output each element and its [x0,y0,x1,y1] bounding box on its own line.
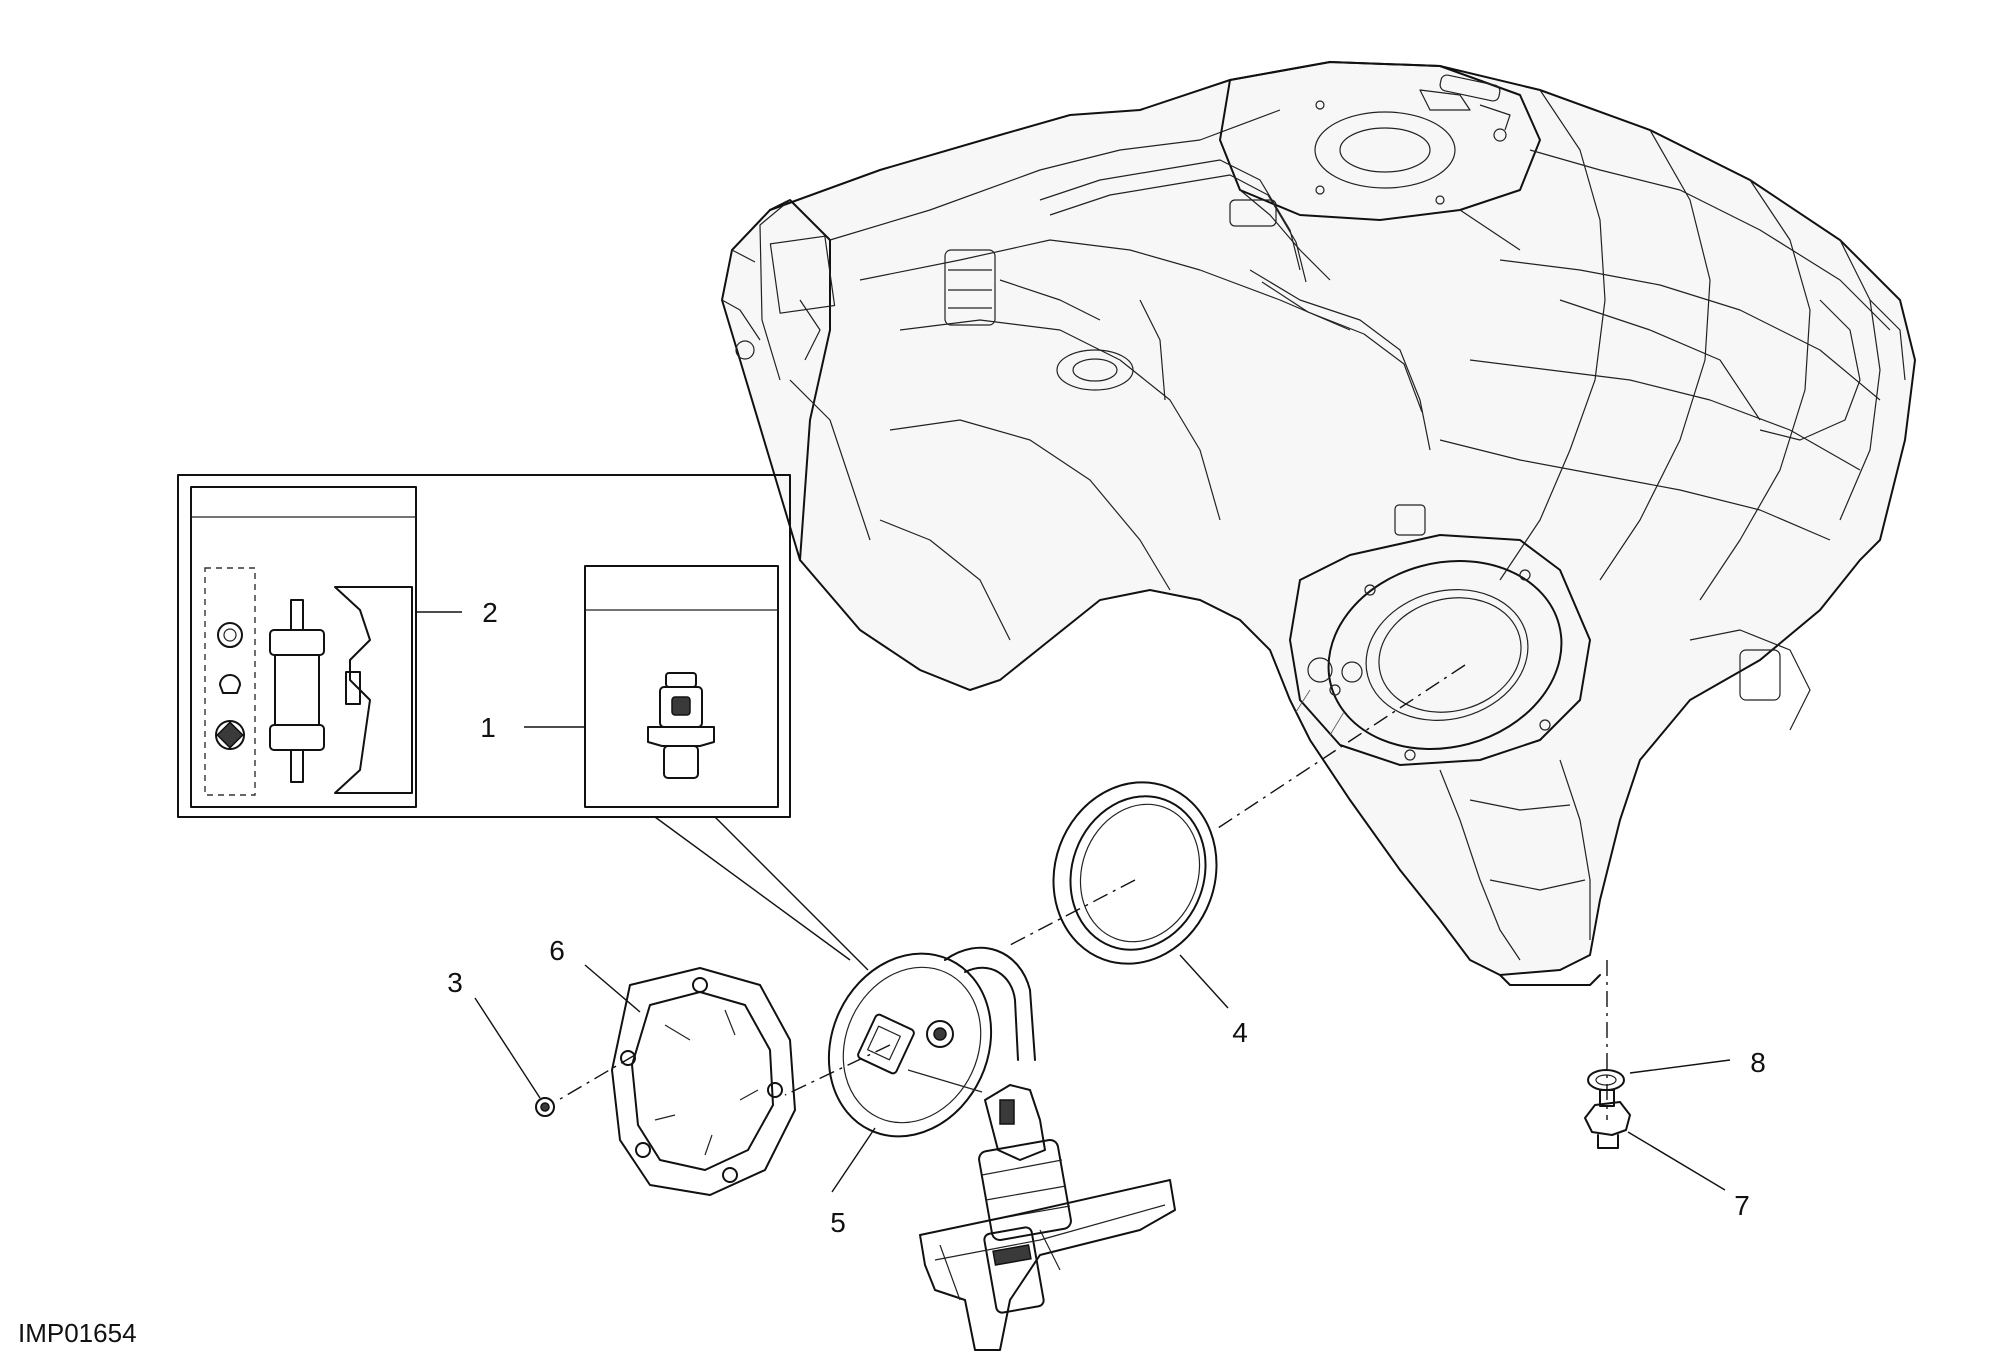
o-ring-group [204,567,256,796]
callout-8: 8 [1750,1047,1766,1078]
callout-labels: 1 2 3 4 5 6 7 8 [447,597,1766,1238]
kit-inset [177,474,791,818]
pump-strainer [919,1179,1176,1351]
fuel-pump-assembly [827,946,1176,1351]
pressure-regulator-card [584,565,779,808]
drawing-code: IMP01654 [18,1318,137,1348]
seal-ring [215,720,245,750]
assembly-axes [554,664,1608,1120]
retaining-ring-nut [611,967,796,1196]
filter-kit-card [190,486,417,808]
screw [535,1097,555,1117]
callout-4: 4 [1232,1017,1248,1048]
callout-1: 1 [480,712,496,743]
callout-6: 6 [549,935,565,966]
o-ring-small [217,622,243,648]
inset-frame [177,474,791,818]
filter-bracket [334,586,413,794]
clamp-ring [219,674,241,694]
callout-3: 3 [447,967,463,998]
callout-5: 5 [830,1207,846,1238]
leader-lines [416,611,1731,1193]
fuel-filter [269,599,325,783]
callout-7: 7 [1734,1190,1750,1221]
fuel-tank [720,60,1917,986]
pump-seal-gasket [1052,781,1218,965]
callout-2: 2 [482,597,498,628]
drain-washer [1587,1069,1625,1091]
pressure-regulator [647,672,715,779]
